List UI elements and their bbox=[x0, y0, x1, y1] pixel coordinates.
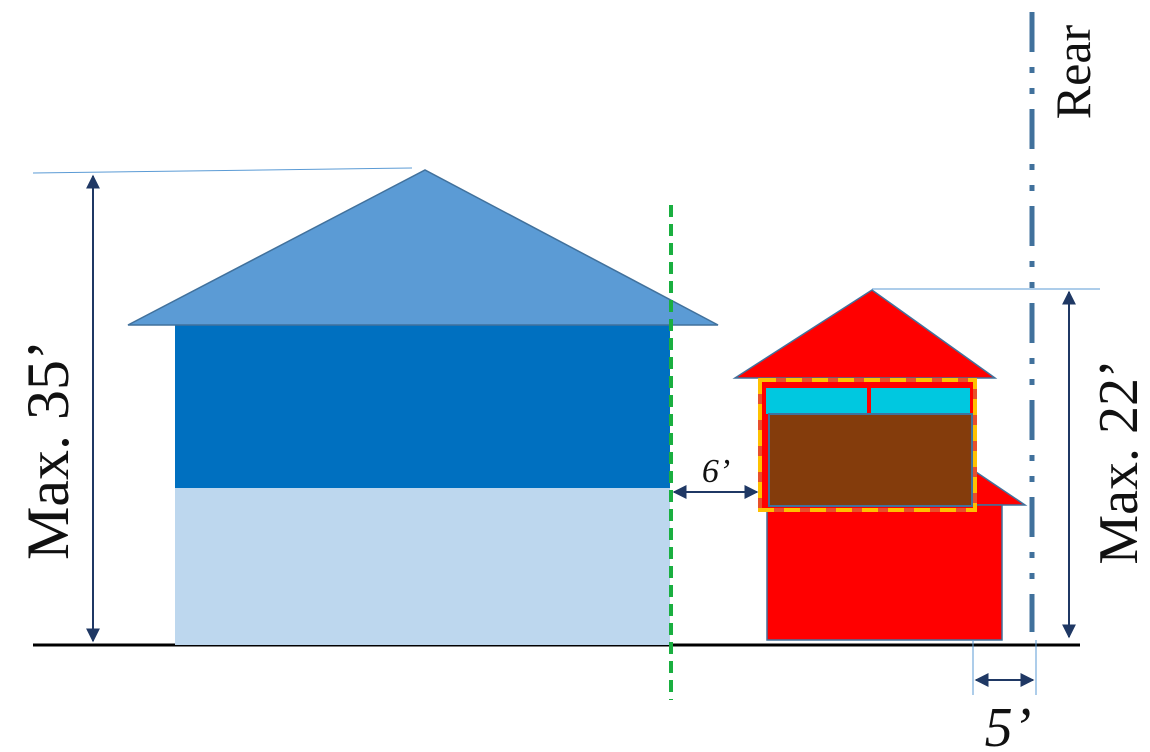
adu-height-label: Max. 22’ bbox=[1088, 359, 1150, 564]
rear-setback-label: 5’ bbox=[985, 697, 1032, 752]
adu-height-dimension: Max. 22’ bbox=[872, 288, 1150, 639]
rear-line-label: Rear bbox=[1045, 24, 1101, 119]
main-house bbox=[127, 169, 719, 645]
adu-highlight-border-gold bbox=[758, 378, 977, 512]
main-house-upper-floor bbox=[175, 325, 670, 488]
rear-property-line: Rear bbox=[1029, 12, 1101, 632]
main-height-label: Max. 35’ bbox=[15, 340, 81, 560]
adu-door-panel bbox=[768, 413, 973, 507]
separation-label: 6’ bbox=[702, 453, 730, 490]
separation-dimension: 6’ bbox=[672, 453, 759, 499]
main-house-roof bbox=[127, 169, 719, 326]
main-house-lower-floor bbox=[175, 488, 670, 645]
adu-building bbox=[732, 289, 1028, 641]
adu-roof bbox=[732, 289, 998, 379]
adu-side-roof bbox=[972, 468, 1028, 506]
adu-ground-floor bbox=[766, 504, 1003, 641]
main-height-dimension: Max. 35’ bbox=[15, 167, 413, 643]
adu-window-left bbox=[766, 388, 867, 414]
adu-window-right bbox=[871, 388, 970, 414]
main-height-top-extension bbox=[32, 167, 413, 174]
rear-setback-dimension: 5’ bbox=[972, 640, 1037, 752]
